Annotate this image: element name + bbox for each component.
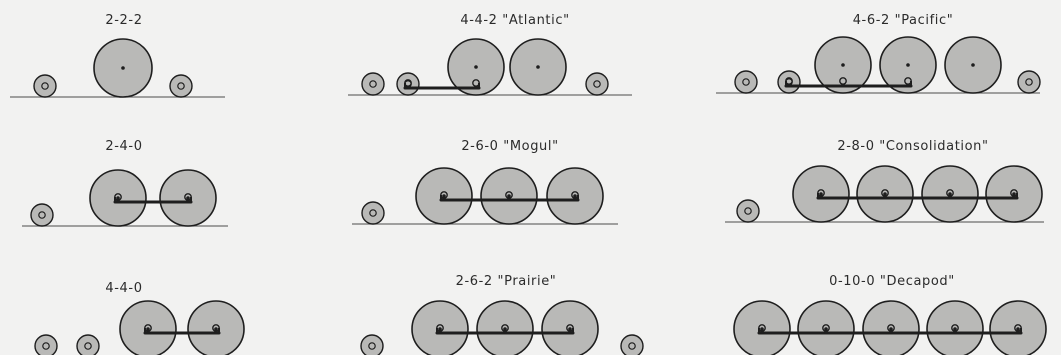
axle-hub [568,327,572,331]
carrying-wheel [734,70,758,94]
axle-hub [146,327,150,331]
carrying-wheel [361,72,385,96]
axle-hub [948,192,952,196]
axle-hub [760,327,764,331]
caption: 2-2-2 [105,13,142,28]
axle-hub [116,196,120,200]
carrying-wheel [585,72,609,96]
axle-hub [474,65,478,69]
carrying-wheel [736,199,760,223]
caption: 2-8-0 "Consolidation" [837,139,988,154]
carrying-wheel [1017,70,1041,94]
axle-hub [503,327,507,331]
arrangement-2-6-2-prairie: 2-6-2 "Prairie" [360,274,644,355]
caption: 0-10-0 "Decapod" [829,274,955,289]
axle-hub [883,192,887,196]
axle-hub [628,342,636,350]
carrying-wheel [34,334,58,355]
carrying-wheel [620,334,644,355]
axle-hub [369,209,377,217]
axle-hub [368,342,376,350]
axle-hub [841,63,845,67]
axle-hub [1016,327,1020,331]
axle-hub [536,65,540,69]
axle-hub [438,327,442,331]
axle-hub [573,194,577,198]
carrying-wheel [360,334,384,355]
caption: 2-6-0 "Mogul" [461,139,558,154]
axle-hub [214,327,218,331]
axle-hub [1012,192,1016,196]
axle-hub [84,342,92,350]
arrangement-4-4-2-atlantic: 4-4-2 "Atlantic" [348,13,632,96]
axle-hub [507,194,511,198]
caption: 2-4-0 [105,139,142,154]
arrangement-2-4-0: 2-4-0 [22,139,228,227]
axle-hub [906,63,910,67]
arrangement-4-6-2-pacific: 4-6-2 "Pacific" [716,13,1041,94]
carrying-wheel [76,334,100,355]
carrying-wheel [396,72,420,96]
axle-hub [1025,78,1033,86]
axle-hub [824,327,828,331]
axle-hub [971,63,975,67]
carrying-wheel [361,201,385,225]
caption: 4-4-2 "Atlantic" [460,13,569,28]
carrying-wheel [33,74,57,98]
axle-hub [41,82,49,90]
axle-hub [742,78,750,86]
caption: 4-4-0 [105,281,142,296]
caption: 2-6-2 "Prairie" [456,274,557,289]
axle-hub [442,194,446,198]
axle-hub [186,196,190,200]
carrying-wheel [169,74,193,98]
axle-hub [593,80,601,88]
carrying-wheel [777,70,801,94]
axle-hub [819,192,823,196]
axle-hub [889,327,893,331]
axle-hub [177,82,185,90]
axle-hub [38,211,46,219]
carrying-wheel [30,203,54,227]
arrangement-2-6-0-mogul: 2-6-0 "Mogul" [352,139,618,225]
arrangement-4-4-0: 4-4-0 [34,281,245,355]
axle-hub [744,207,752,215]
arrangement-0-10-0-decapod: 0-10-0 "Decapod" [733,274,1047,355]
axle-hub [369,80,377,88]
arrangement-2-8-0-consolidation: 2-8-0 "Consolidation" [725,139,1044,223]
axle-hub [953,327,957,331]
arrangement-2-2-2: 2-2-2 [10,13,225,98]
axle-hub [121,66,125,70]
caption: 4-6-2 "Pacific" [853,13,954,28]
axle-hub [42,342,50,350]
